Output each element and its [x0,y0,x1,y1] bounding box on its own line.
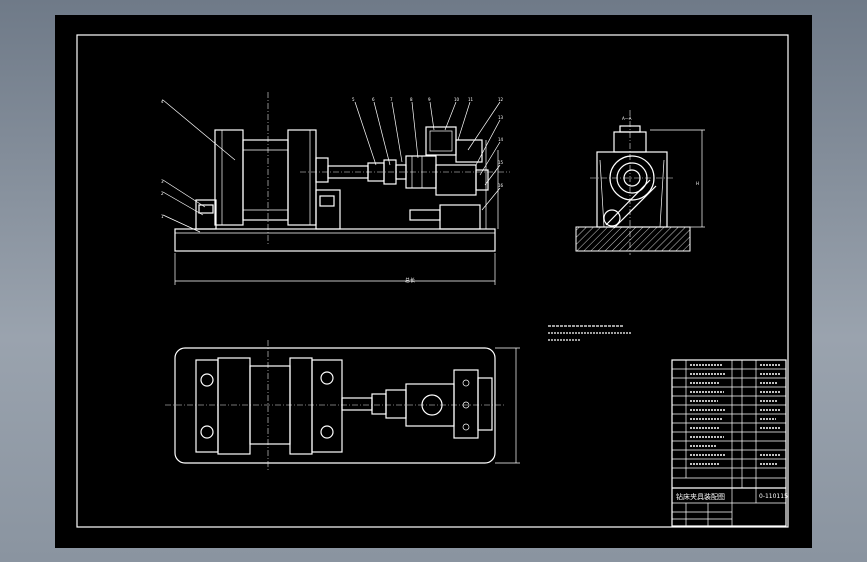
top-view [165,340,520,470]
svg-text:9: 9 [428,97,431,102]
parts-list-rows [672,368,786,479]
front-view: 总长 4 3 2 1 5 6 7 8 9 10 11 12 13 14 15 1… [161,92,510,285]
svg-text:12: 12 [498,97,504,102]
drawing-frame [76,34,789,528]
side-view: A—A H [575,110,705,255]
parts-list-table: 钻床夹具装配图 0-110115 [671,359,788,527]
svg-text:1: 1 [161,214,164,219]
svg-text:4: 4 [161,99,164,104]
svg-text:10: 10 [454,97,460,102]
svg-text:13: 13 [498,115,504,120]
svg-text:5: 5 [352,97,355,102]
svg-text:6: 6 [372,97,375,102]
technical-notes [548,325,632,341]
svg-text:8: 8 [410,97,413,102]
svg-text:7: 7 [390,97,393,102]
svg-text:A—A: A—A [622,116,632,121]
drawing-number: 0-110115 [759,493,788,500]
svg-text:16: 16 [498,183,504,188]
svg-text:3: 3 [161,179,164,184]
svg-text:11: 11 [468,97,474,102]
overall-length-label: 总长 [405,277,415,284]
svg-text:14: 14 [498,137,504,142]
svg-text:15: 15 [498,160,504,165]
svg-text:H: H [696,181,699,186]
drawing-name: 钻床夹具装配图 [676,492,725,501]
svg-text:2: 2 [161,191,164,196]
